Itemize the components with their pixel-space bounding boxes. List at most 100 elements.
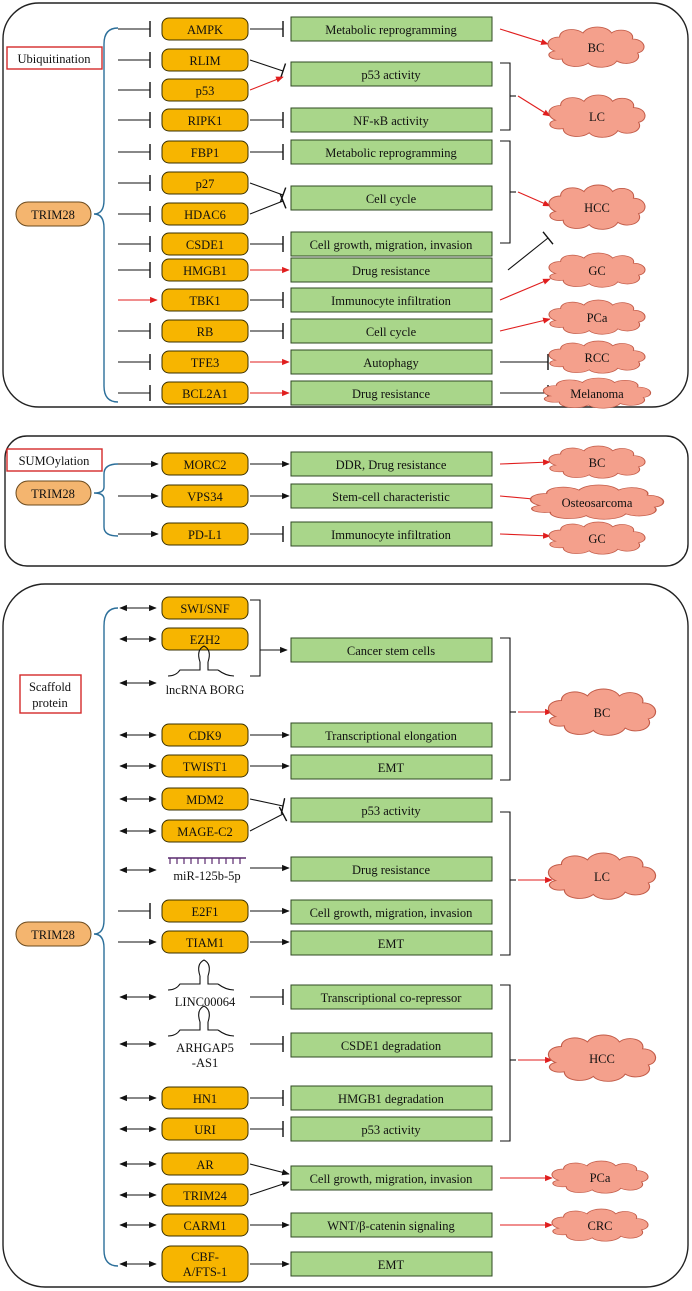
- gene-node: PD-L1: [161, 522, 249, 546]
- cancer-cloud: GC: [548, 252, 646, 288]
- gene-node-rna: lncRNA BORG: [166, 645, 245, 697]
- gene-node: SWI/SNF: [161, 596, 249, 620]
- cancer-label: CRC: [587, 1219, 612, 1233]
- effect-nodes: Metabolic reprogramming p53 activity NF-…: [290, 16, 493, 406]
- cancer-label: LC: [589, 110, 605, 124]
- cancer-label: PCa: [587, 311, 608, 325]
- gene-node: HDAC6: [161, 202, 249, 226]
- cancer-label: BC: [594, 706, 611, 720]
- trim28-hub-label: TRIM28: [31, 208, 75, 222]
- effect-label: Transcriptional elongation: [325, 729, 458, 743]
- gene-node: MDM2: [161, 787, 249, 811]
- effect-label: EMT: [378, 761, 405, 775]
- effect-label: Cell growth, migration, invasion: [310, 906, 474, 920]
- cancer-cloud: HCC: [547, 1034, 657, 1083]
- gene-label: AR: [196, 1158, 214, 1172]
- gene-label: HMGB1: [183, 264, 227, 278]
- cancer-label: Osteosarcoma: [562, 496, 633, 510]
- brace: [93, 463, 119, 537]
- effect-node: Drug resistance: [290, 257, 493, 283]
- cancer-cloud: BC: [547, 688, 657, 737]
- group-brackets: [250, 599, 288, 677]
- effect-node: Cancer stem cells: [290, 637, 493, 663]
- gene-label: lncRNA BORG: [166, 683, 245, 697]
- effect-node: Cell growth, migration, invasion: [290, 1165, 493, 1191]
- gene-node: EZH2: [161, 627, 249, 651]
- effect-label: Drug resistance: [352, 264, 431, 278]
- effect-node: Drug resistance: [290, 856, 493, 882]
- gene-node: HN1: [161, 1086, 249, 1110]
- input-lines: [118, 460, 159, 538]
- effect-node: EMT: [290, 1251, 493, 1277]
- cancer-cloud: PCa: [551, 1160, 649, 1194]
- cancer-cloud: Osteosarcoma: [529, 484, 665, 521]
- effect-label: Metabolic reprogramming: [325, 23, 457, 37]
- cancer-cloud: GC: [548, 521, 646, 555]
- effect-label: Transcriptional co-repressor: [321, 991, 463, 1005]
- effect-to-cancer-links: [500, 708, 553, 1229]
- gene-node: TRIM24: [161, 1183, 249, 1207]
- effect-label: EMT: [378, 937, 405, 951]
- cancer-label: Melanoma: [570, 387, 624, 401]
- cancer-nodes: BC LC HCC PCa CRC: [547, 688, 657, 1242]
- panel-label-box: [6, 448, 103, 472]
- gene-node: HMGB1: [161, 258, 249, 282]
- gene-label-line: ARHGAP5: [176, 1041, 234, 1055]
- gene-node: CARM1: [161, 1213, 249, 1237]
- panel-sumoylation: SUMOylation TRIM28 MORC2 VPS34 PD-L1 DDR…: [4, 435, 689, 567]
- effect-node: p53 activity: [290, 61, 493, 87]
- effect-node: Cell growth, migration, invasion: [290, 899, 493, 925]
- effect-node: EMT: [290, 754, 493, 780]
- effect-label: DDR, Drug resistance: [336, 458, 447, 472]
- input-lines: [118, 604, 157, 1268]
- cancer-cloud: CRC: [551, 1208, 649, 1242]
- gene-label: SWI/SNF: [180, 602, 229, 616]
- gene-label: RLIM: [189, 54, 220, 68]
- panel-frame: [2, 583, 689, 1288]
- gene-label-line: CBF-: [191, 1250, 219, 1264]
- panel-scaffold-protein: Scaffold protein TRIM28 SWI/SNF: [2, 583, 689, 1288]
- trim28-hub-label: TRIM28: [31, 487, 75, 501]
- gene-node: TWIST1: [161, 754, 249, 778]
- cancer-cloud: PCa: [548, 299, 646, 335]
- gene-nodes: MORC2 VPS34 PD-L1: [161, 452, 249, 546]
- gene-label: TWIST1: [183, 760, 227, 774]
- gene-node: CDK9: [161, 723, 249, 747]
- input-lines: [118, 21, 158, 401]
- effect-to-cancer-links: [499, 28, 554, 401]
- gene-label-line: -AS1: [192, 1056, 218, 1070]
- gene-label: URI: [194, 1123, 216, 1137]
- gene-label-line: A/FTS-1: [183, 1265, 227, 1279]
- gene-label: FBP1: [191, 146, 220, 160]
- cancer-label: PCa: [590, 1171, 611, 1185]
- gene-label: CSDE1: [186, 238, 224, 252]
- panel-ubiquitination: Ubiquitination TRIM28 AMPK RLIM p53 RIPK…: [2, 2, 689, 409]
- gene-node-mirna: miR-125b-5p: [168, 857, 246, 883]
- effect-node: EMT: [290, 930, 493, 956]
- gene-node: p53: [161, 78, 249, 102]
- gene-node-rna: LINC00064: [167, 959, 236, 1009]
- effect-label: Drug resistance: [352, 863, 431, 877]
- panel-frame: [4, 435, 689, 567]
- gene-node: CBF-A/FTS-1: [161, 1245, 249, 1283]
- gene-to-effect-links: [249, 731, 290, 1268]
- brace: [93, 27, 119, 403]
- effect-label: HMGB1 degradation: [338, 1092, 445, 1106]
- effect-nodes: Cancer stem cells Transcriptional elonga…: [290, 637, 493, 1277]
- effect-node: Transcriptional co-repressor: [290, 984, 493, 1010]
- cancer-cloud: Melanoma: [542, 377, 652, 409]
- gene-label: BCL2A1: [182, 387, 228, 401]
- brackets: [500, 637, 516, 1142]
- panel-label-line: Scaffold: [29, 680, 72, 694]
- gene-label: MORC2: [183, 458, 226, 472]
- effect-label: Cell growth, migration, invasion: [310, 1172, 474, 1186]
- brace: [93, 607, 119, 1267]
- trim28-hub: [15, 201, 92, 227]
- effect-node: Metabolic reprogramming: [290, 139, 493, 165]
- gene-node: TBK1: [161, 288, 249, 312]
- gene-node: CSDE1: [161, 232, 249, 256]
- trim28-hub: [15, 921, 92, 947]
- cancer-label: HCC: [584, 201, 610, 215]
- effect-label: Cancer stem cells: [347, 644, 435, 658]
